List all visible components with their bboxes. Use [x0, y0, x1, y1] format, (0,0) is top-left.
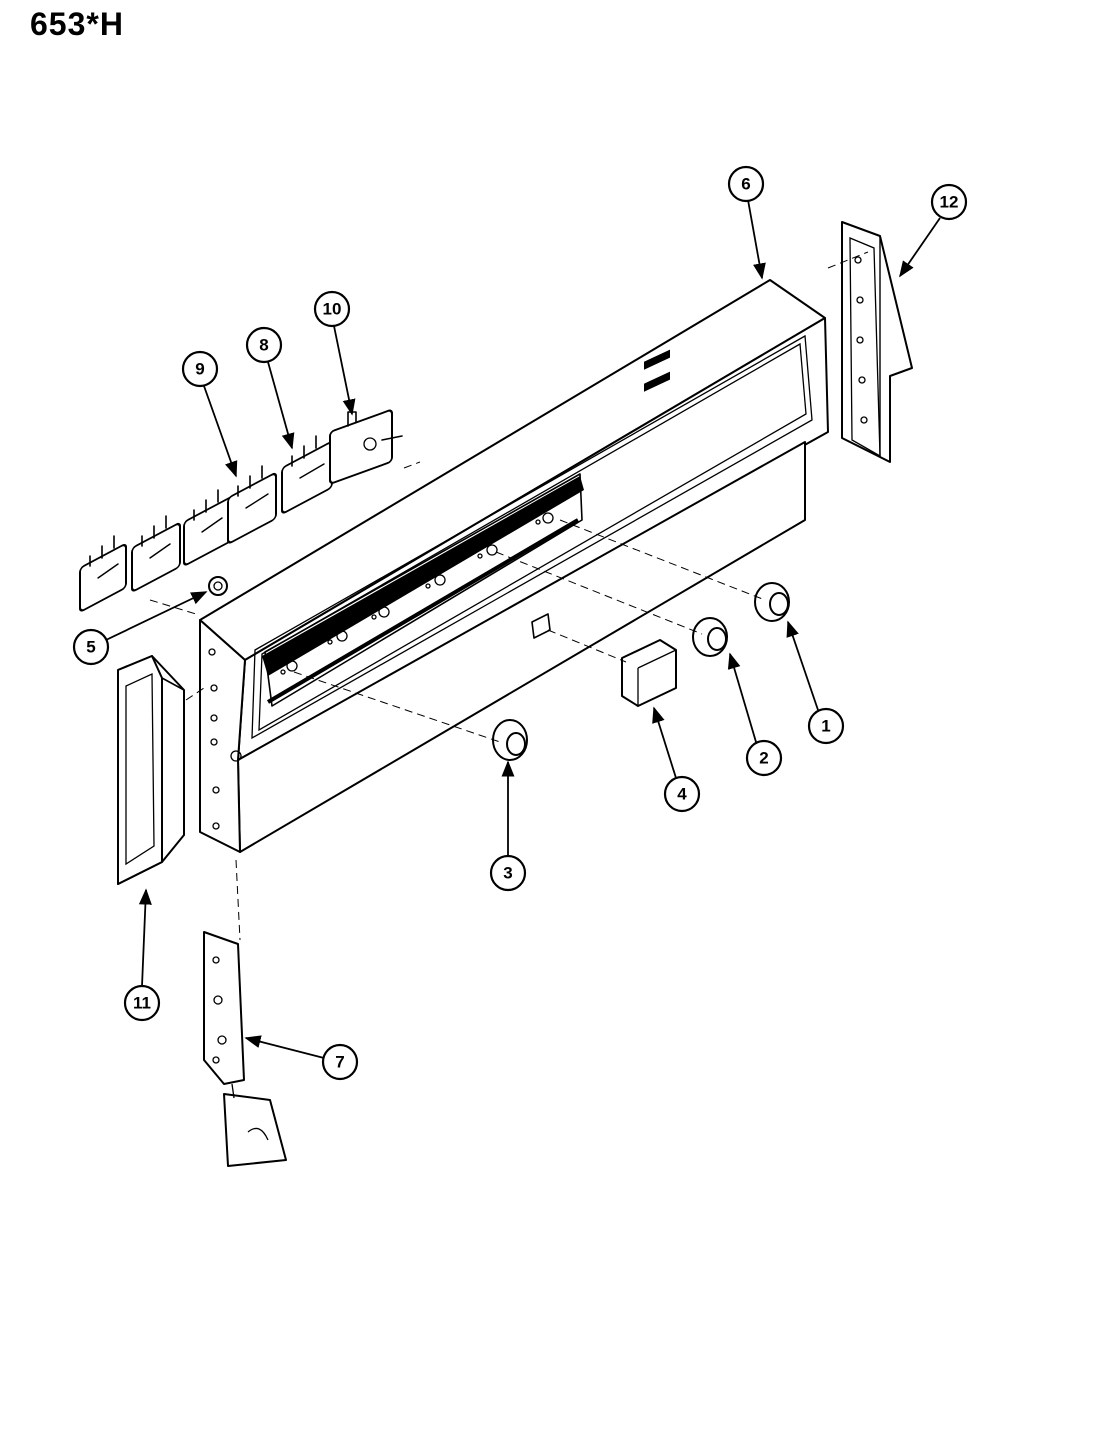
mounting-bracket-7	[203, 931, 287, 1167]
infinite-switch-8	[281, 435, 333, 514]
callout-5: 5	[72, 591, 208, 666]
callout-1-label: 1	[821, 717, 830, 736]
callout-11: 11	[123, 888, 161, 1022]
callout-9-label: 9	[195, 360, 204, 379]
model-code-title: 653*H	[30, 6, 124, 42]
callout-3: 3	[489, 760, 527, 892]
callout-8: 8	[245, 326, 295, 450]
control-panel-6	[199, 279, 829, 853]
callout-7: 7	[244, 1035, 359, 1081]
infinite-switch-9	[227, 465, 277, 544]
callout-4-label: 4	[677, 785, 687, 804]
callout-4: 4	[652, 706, 701, 813]
callout-2-label: 2	[759, 749, 768, 768]
end-cap-12	[841, 221, 913, 463]
callout-6-label: 6	[741, 175, 750, 194]
callout-3-label: 3	[503, 864, 512, 883]
indicator-light-5	[208, 576, 228, 596]
callout-9: 9	[181, 350, 238, 478]
knob-3	[492, 719, 528, 761]
selector-switch-10	[329, 409, 403, 484]
callout-12: 12	[899, 183, 968, 278]
callout-10: 10	[313, 290, 356, 416]
callout-10-label: 10	[323, 300, 342, 319]
callout-12-label: 12	[940, 193, 959, 212]
callout-1: 1	[786, 620, 845, 745]
panel-control-holes	[280, 512, 554, 675]
panel-end-holes	[208, 648, 242, 830]
alignment-lines	[149, 251, 869, 941]
callout-5-label: 5	[86, 638, 95, 657]
end-cap-11	[117, 655, 185, 885]
callout-6: 6	[727, 165, 766, 280]
callout-8-label: 8	[259, 336, 268, 355]
callout-11-label: 11	[133, 994, 151, 1013]
callout-2: 2	[727, 652, 783, 777]
knob-2	[692, 617, 728, 657]
knob-1	[754, 582, 790, 622]
rocker-switch-4	[621, 349, 677, 707]
callout-7-label: 7	[335, 1053, 344, 1072]
infinite-switch-row	[79, 409, 403, 612]
